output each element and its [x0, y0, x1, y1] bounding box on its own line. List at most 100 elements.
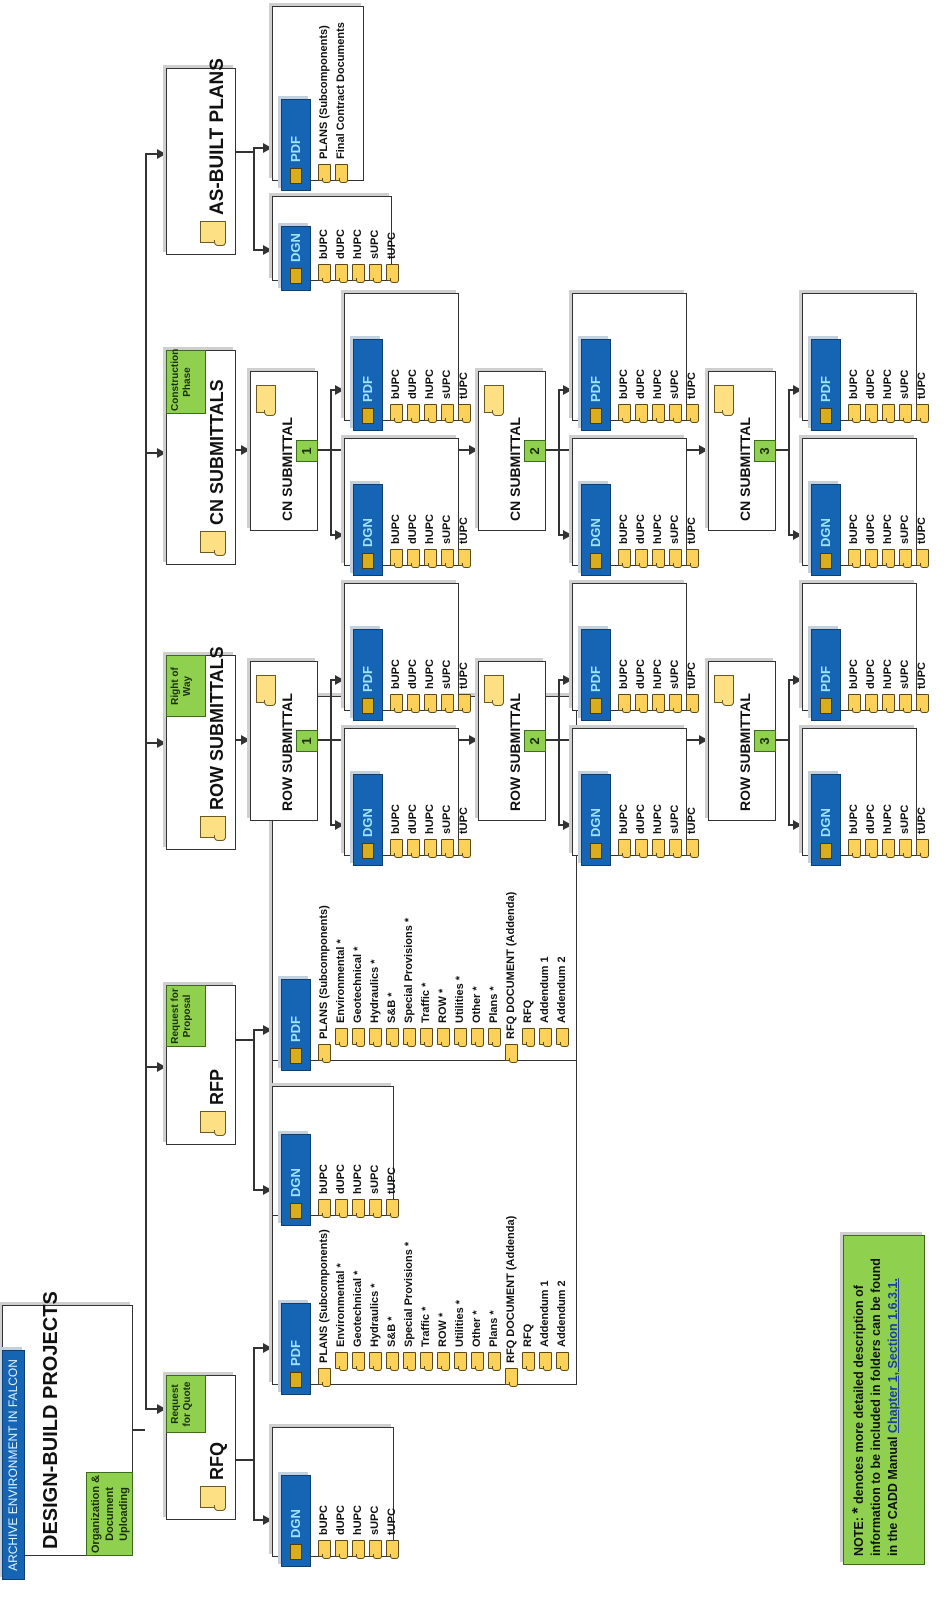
- rfq-pdf-bar[interactable]: PDF: [281, 1303, 311, 1395]
- folder-item[interactable]: Special Provisions *: [403, 1241, 415, 1347]
- folder-item[interactable]: hUPC: [882, 804, 894, 834]
- folder-item[interactable]: bUPC: [318, 1164, 330, 1194]
- folder-item[interactable]: PLANS (Subcomponents): [318, 905, 330, 1039]
- folder-item[interactable]: bUPC: [390, 514, 402, 544]
- folder-item[interactable]: Plans *: [488, 986, 500, 1023]
- cn-s2-pdf-bar[interactable]: PDF: [581, 339, 611, 431]
- folder-item[interactable]: bUPC: [618, 369, 630, 399]
- rfq-dgn-bar[interactable]: DGN: [281, 1475, 311, 1567]
- folder-item[interactable]: Utilities *: [454, 975, 466, 1023]
- folder-item[interactable]: hUPC: [882, 369, 894, 399]
- folder-item[interactable]: hUPC: [424, 804, 436, 834]
- folder-item[interactable]: sUPC: [441, 804, 453, 834]
- folder-item[interactable]: tUPC: [686, 372, 698, 399]
- folder-item[interactable]: Traffic *: [420, 982, 432, 1023]
- folder-item[interactable]: dUPC: [407, 514, 419, 544]
- row-s3-pdf-bar[interactable]: PDF: [811, 629, 841, 721]
- folder-item[interactable]: sUPC: [369, 1164, 381, 1194]
- folder-item[interactable]: sUPC: [669, 804, 681, 834]
- folder-item[interactable]: dUPC: [407, 659, 419, 689]
- folder-item[interactable]: PLANS (Subcomponents): [318, 25, 330, 159]
- folder-item[interactable]: bUPC: [390, 369, 402, 399]
- folder-item[interactable]: dUPC: [635, 659, 647, 689]
- folder-item[interactable]: tUPC: [916, 372, 928, 399]
- folder-item[interactable]: tUPC: [458, 372, 470, 399]
- folder-item[interactable]: Hydraulics *: [369, 1283, 381, 1347]
- folder-item[interactable]: tUPC: [458, 662, 470, 689]
- folder-item[interactable]: Utilities *: [454, 1299, 466, 1347]
- folder-item[interactable]: Addendum 2: [556, 1280, 568, 1347]
- folder-item[interactable]: ROW *: [437, 1312, 449, 1347]
- folder-item[interactable]: sUPC: [369, 1505, 381, 1535]
- folder-item[interactable]: S&B *: [386, 1316, 398, 1347]
- folder-item[interactable]: tUPC: [916, 517, 928, 544]
- folder-item[interactable]: sUPC: [669, 369, 681, 399]
- folder-item[interactable]: bUPC: [848, 369, 860, 399]
- folder-item[interactable]: RFQ DOCUMENT (Addenda): [505, 891, 517, 1039]
- folder-item[interactable]: dUPC: [865, 659, 877, 689]
- folder-item[interactable]: dUPC: [335, 229, 347, 259]
- folder-item[interactable]: RFQ: [522, 999, 534, 1023]
- folder-item[interactable]: tUPC: [458, 517, 470, 544]
- folder-item[interactable]: hUPC: [652, 369, 664, 399]
- folder-item[interactable]: dUPC: [865, 369, 877, 399]
- folder-item[interactable]: hUPC: [424, 659, 436, 689]
- row-s2-pdf-bar[interactable]: PDF: [581, 629, 611, 721]
- folder-item[interactable]: dUPC: [635, 369, 647, 399]
- folder-item[interactable]: sUPC: [899, 514, 911, 544]
- folder-item[interactable]: tUPC: [386, 232, 398, 259]
- folder-item[interactable]: dUPC: [635, 804, 647, 834]
- folder-item[interactable]: sUPC: [441, 514, 453, 544]
- folder-item[interactable]: Addendum 1: [539, 956, 551, 1023]
- cadd-manual-link[interactable]: Chapter 1, Section 1.6.3.1.: [886, 1278, 900, 1434]
- folder-item[interactable]: S&B *: [386, 992, 398, 1023]
- folder-item[interactable]: tUPC: [916, 662, 928, 689]
- folder-item[interactable]: tUPC: [686, 807, 698, 834]
- folder-item[interactable]: hUPC: [652, 804, 664, 834]
- folder-item[interactable]: Other *: [471, 1310, 483, 1347]
- folder-item[interactable]: bUPC: [618, 804, 630, 834]
- folder-item[interactable]: hUPC: [652, 659, 664, 689]
- cn-s3-dgn-bar[interactable]: DGN: [811, 484, 841, 576]
- asbuilt-dgn-bar[interactable]: DGN: [281, 226, 311, 291]
- folder-item[interactable]: hUPC: [882, 659, 894, 689]
- rfp-pdf-bar[interactable]: PDF: [281, 979, 311, 1071]
- folder-item[interactable]: Plans *: [488, 1310, 500, 1347]
- folder-item[interactable]: dUPC: [407, 369, 419, 399]
- folder-item[interactable]: Geotechnical *: [352, 946, 364, 1023]
- asbuilt-pdf-bar[interactable]: PDF: [281, 99, 311, 191]
- folder-item[interactable]: bUPC: [618, 514, 630, 544]
- folder-item[interactable]: Geotechnical *: [352, 1270, 364, 1347]
- rfp-dgn-bar[interactable]: DGN: [281, 1134, 311, 1226]
- folder-item[interactable]: Hydraulics *: [369, 959, 381, 1023]
- folder-item[interactable]: sUPC: [669, 659, 681, 689]
- folder-item[interactable]: bUPC: [318, 229, 330, 259]
- folder-item[interactable]: tUPC: [916, 807, 928, 834]
- folder-item[interactable]: bUPC: [618, 659, 630, 689]
- folder-item[interactable]: hUPC: [424, 369, 436, 399]
- folder-item[interactable]: tUPC: [386, 1167, 398, 1194]
- folder-item[interactable]: Other *: [471, 986, 483, 1023]
- folder-item[interactable]: sUPC: [899, 369, 911, 399]
- folder-item[interactable]: bUPC: [390, 804, 402, 834]
- folder-item[interactable]: dUPC: [335, 1505, 347, 1535]
- folder-item[interactable]: Special Provisions *: [403, 917, 415, 1023]
- folder-item[interactable]: dUPC: [335, 1164, 347, 1194]
- row-s3-dgn-bar[interactable]: DGN: [811, 774, 841, 866]
- folder-item[interactable]: dUPC: [635, 514, 647, 544]
- folder-item[interactable]: RFQ: [522, 1323, 534, 1347]
- folder-item[interactable]: bUPC: [848, 659, 860, 689]
- folder-item[interactable]: dUPC: [407, 804, 419, 834]
- folder-item[interactable]: tUPC: [386, 1508, 398, 1535]
- folder-item[interactable]: Addendum 1: [539, 1280, 551, 1347]
- folder-item[interactable]: tUPC: [686, 662, 698, 689]
- folder-item[interactable]: sUPC: [669, 514, 681, 544]
- row-s2-dgn-bar[interactable]: DGN: [581, 774, 611, 866]
- folder-item[interactable]: hUPC: [652, 514, 664, 544]
- folder-item[interactable]: sUPC: [899, 804, 911, 834]
- folder-item[interactable]: PLANS (Subcomponents): [318, 1229, 330, 1363]
- folder-item[interactable]: sUPC: [441, 659, 453, 689]
- folder-item[interactable]: hUPC: [882, 514, 894, 544]
- cn-s3-pdf-bar[interactable]: PDF: [811, 339, 841, 431]
- folder-item[interactable]: hUPC: [352, 229, 364, 259]
